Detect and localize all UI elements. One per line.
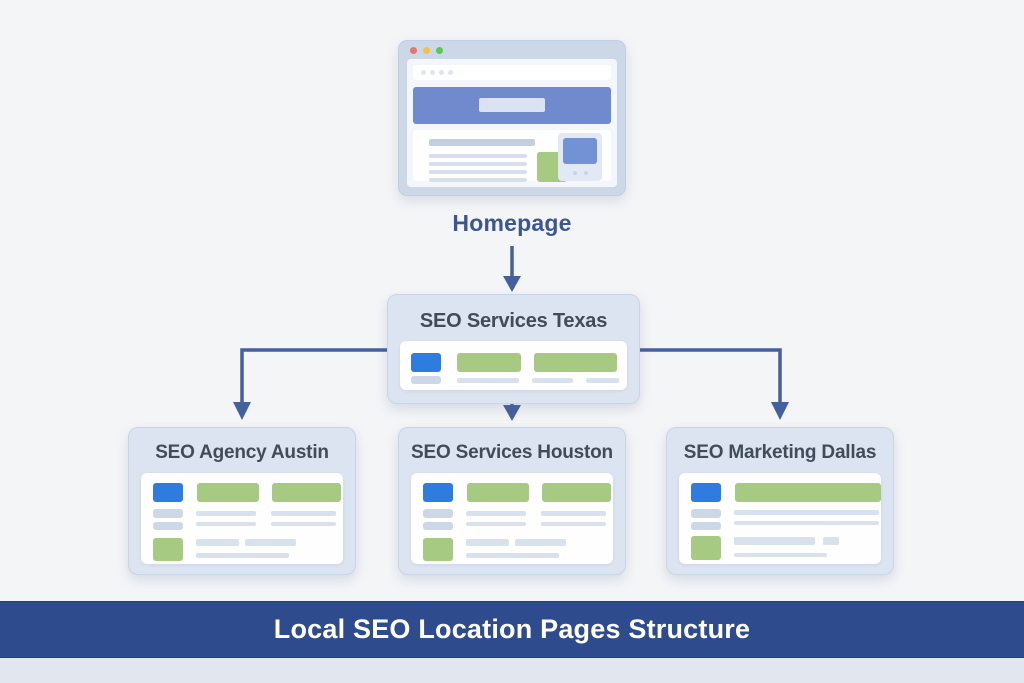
wireframe-text-line (466, 522, 526, 526)
wireframe-green-block (467, 483, 529, 502)
dot-icon (572, 171, 577, 175)
wireframe-text-line (734, 553, 827, 557)
page-wireframe (679, 473, 881, 564)
image-placeholder-blue (563, 138, 597, 164)
text-line-placeholder (429, 170, 527, 174)
bottom-strip (0, 658, 1024, 683)
browser-address-bar (413, 65, 611, 80)
address-dot-icon (421, 70, 426, 75)
wireframe-text-line (466, 553, 559, 558)
wireframe-green-block (197, 483, 259, 502)
arrowhead-homepage-to-parent (503, 276, 521, 292)
wireframe-text-line (586, 378, 619, 383)
node-title: SEO Services Houston (411, 442, 613, 463)
node-seo-services-texas: SEO Services Texas (387, 294, 640, 404)
wireframe-blue-block (691, 483, 721, 502)
address-dot-icon (439, 70, 444, 75)
hero-button-placeholder (479, 98, 545, 112)
wireframe-gray-bar (734, 537, 815, 545)
browser-content-placeholder (413, 130, 611, 182)
node-seo-services-houston: SEO Services Houston (398, 427, 626, 575)
wireframe-gray-bar (423, 509, 453, 518)
widget-dots (558, 171, 602, 175)
address-dot-icon (448, 70, 453, 75)
arrow-parent-to-dallas (640, 348, 782, 404)
wireframe-green-block (691, 536, 721, 560)
wireframe-gray-bar (423, 522, 453, 530)
node-title: SEO Services Texas (419, 310, 608, 332)
wireframe-text-line (734, 510, 879, 515)
wireframe-gray-bar (515, 539, 566, 546)
text-line-placeholder (429, 178, 527, 182)
traffic-light-yellow-icon (423, 46, 430, 54)
title-banner: Local SEO Location Pages Structure (0, 601, 1024, 658)
text-line-placeholder (429, 162, 527, 166)
node-seo-marketing-dallas: SEO Marketing Dallas (666, 427, 894, 575)
arrow-parent-to-austin (240, 348, 387, 404)
wireframe-green-block (735, 483, 881, 502)
wireframe-green-block (542, 483, 611, 502)
text-heading-placeholder (429, 139, 535, 146)
wireframe-text-line (196, 522, 256, 526)
wireframe-gray-bar (153, 509, 183, 518)
wireframe-gray-bar (466, 539, 509, 546)
wireframe-gray-bar (153, 522, 183, 530)
wireframe-green-block (423, 538, 453, 561)
arrowhead-parent-to-dallas (771, 402, 789, 420)
page-wireframe (400, 341, 627, 390)
wireframe-text-line (541, 522, 606, 526)
homepage-node-label: Homepage (452, 210, 572, 236)
wireframe-green-block (457, 353, 521, 372)
wireframe-blue-block (423, 483, 453, 502)
traffic-light-green-icon (436, 46, 443, 54)
wireframe-gray-bar (196, 539, 239, 546)
wireframe-gray-bar (691, 522, 721, 530)
wireframe-text-line (271, 522, 336, 526)
wireframe-text-line (196, 511, 256, 516)
diagram-title: Local SEO Location Pages Structure (273, 614, 751, 644)
wireframe-text-line (196, 553, 289, 558)
sidebar-widget-placeholder (558, 133, 602, 181)
browser-titlebar (399, 41, 625, 59)
homepage-browser-mockup (398, 40, 626, 196)
dot-icon (583, 171, 588, 175)
address-dot-icon (430, 70, 435, 75)
wireframe-text-line (457, 378, 519, 383)
wireframe-blue-block (411, 353, 441, 372)
wireframe-text-line (271, 511, 336, 516)
wireframe-text-line (541, 511, 606, 516)
wireframe-text-line (466, 511, 526, 516)
text-line-placeholder (429, 154, 527, 158)
wireframe-gray-bar (691, 509, 721, 518)
hero-banner-placeholder (413, 87, 611, 124)
node-title: SEO Marketing Dallas (683, 442, 877, 463)
wireframe-green-block (534, 353, 617, 372)
node-seo-agency-austin: SEO Agency Austin (128, 427, 356, 575)
page-wireframe (141, 473, 343, 564)
node-title: SEO Agency Austin (155, 442, 329, 463)
wireframe-gray-bar (245, 539, 296, 546)
browser-viewport (407, 59, 617, 187)
wireframe-blue-block (153, 483, 183, 502)
page-wireframe (411, 473, 613, 564)
wireframe-text-line (532, 378, 573, 383)
wireframe-green-block (272, 483, 341, 502)
arrowhead-parent-to-austin (233, 402, 251, 420)
wireframe-gray-bar (411, 376, 441, 384)
traffic-light-red-icon (410, 46, 417, 54)
wireframe-gray-bar (823, 537, 839, 545)
wireframe-text-line (734, 521, 879, 525)
wireframe-green-block (153, 538, 183, 561)
arrowhead-parent-to-houston (503, 405, 521, 421)
